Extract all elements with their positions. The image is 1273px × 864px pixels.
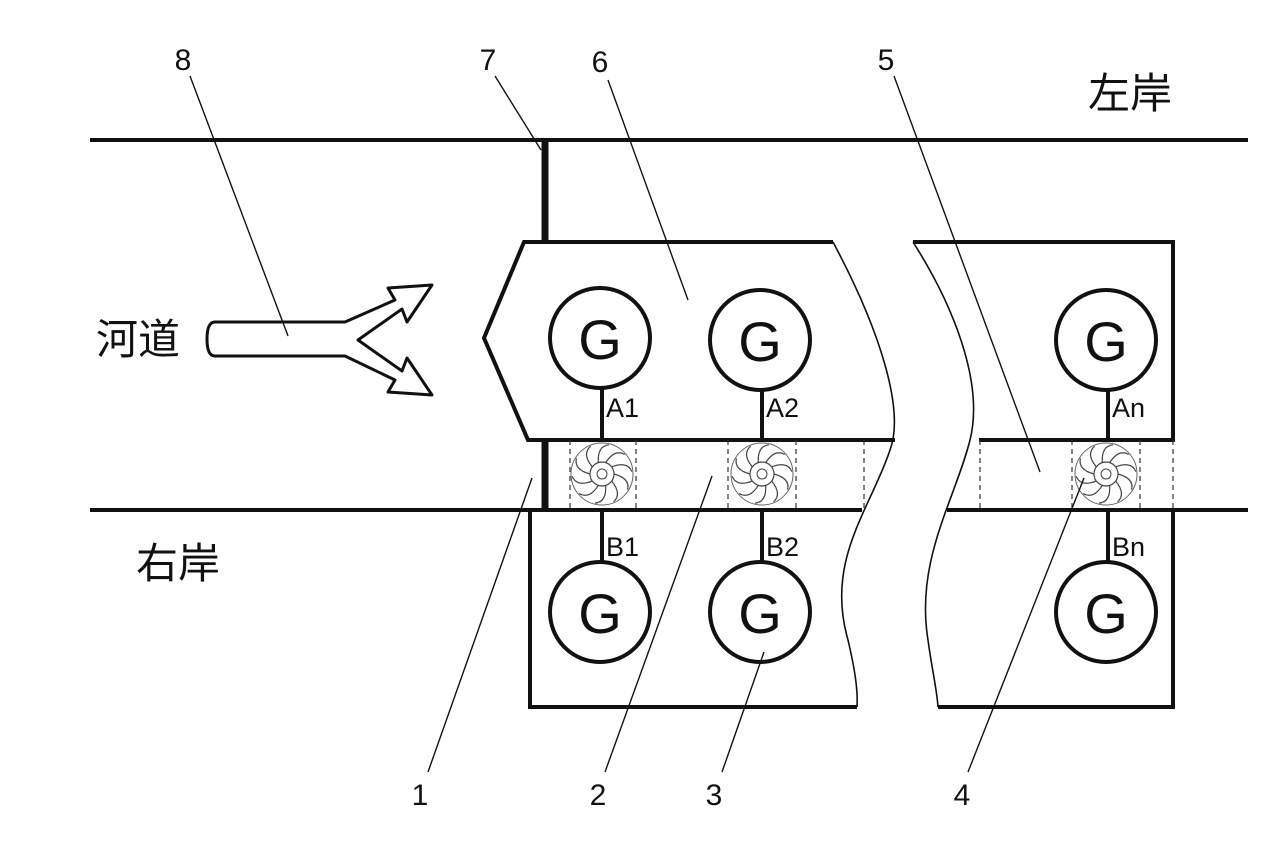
- unit-label-a2: A2: [766, 393, 799, 423]
- left-bank-label: 左岸: [1088, 69, 1172, 118]
- lower-pontoon-right: [938, 512, 1175, 709]
- channel-label: 河道: [96, 315, 180, 364]
- generator-bn: G: [1054, 560, 1158, 664]
- shafts: [600, 385, 1110, 562]
- generator-symbol: G: [738, 582, 782, 645]
- lower-pontoon-left: [528, 512, 857, 709]
- callout-2: 2: [590, 779, 607, 812]
- callout-5: 5: [878, 44, 895, 77]
- unit-label-an: An: [1112, 393, 1145, 423]
- generator-a2: G: [708, 288, 812, 392]
- generator-symbol: G: [1084, 310, 1128, 373]
- break-line-right: [912, 241, 975, 708]
- leader-lines: [189, 75, 1085, 773]
- callout-3: 3: [706, 779, 723, 812]
- callout-7: 7: [480, 44, 497, 77]
- generator-symbol: G: [738, 310, 782, 373]
- turbine-icon: [730, 442, 794, 506]
- generator-symbol: G: [578, 308, 622, 371]
- generator-symbol: G: [578, 582, 622, 645]
- unit-label-b1: B1: [606, 532, 639, 562]
- upper-float-right: [913, 240, 1175, 442]
- turbine-icon: [570, 442, 634, 506]
- turbine-icon: [1074, 442, 1138, 506]
- generator-symbol: G: [1084, 582, 1128, 645]
- callout-8: 8: [175, 44, 192, 77]
- generator-a1: G: [548, 286, 652, 390]
- callout-6: 6: [592, 46, 609, 79]
- unit-label-b2: B2: [766, 532, 799, 562]
- generator-b2: G: [708, 560, 812, 664]
- unit-label-a1: A1: [606, 393, 639, 423]
- generator-an: G: [1054, 288, 1158, 392]
- turbines: [570, 442, 1138, 506]
- callout-4: 4: [954, 779, 971, 812]
- flow-arrow-icon: [205, 283, 434, 397]
- break-line-left: [832, 241, 896, 708]
- turbine-channel-guides: [569, 440, 1174, 510]
- callout-1: 1: [412, 779, 429, 812]
- unit-label-bn: Bn: [1112, 532, 1145, 562]
- generator-b1: G: [548, 560, 652, 664]
- right-bank-label: 右岸: [136, 539, 220, 588]
- upper-float-left: [481, 240, 895, 442]
